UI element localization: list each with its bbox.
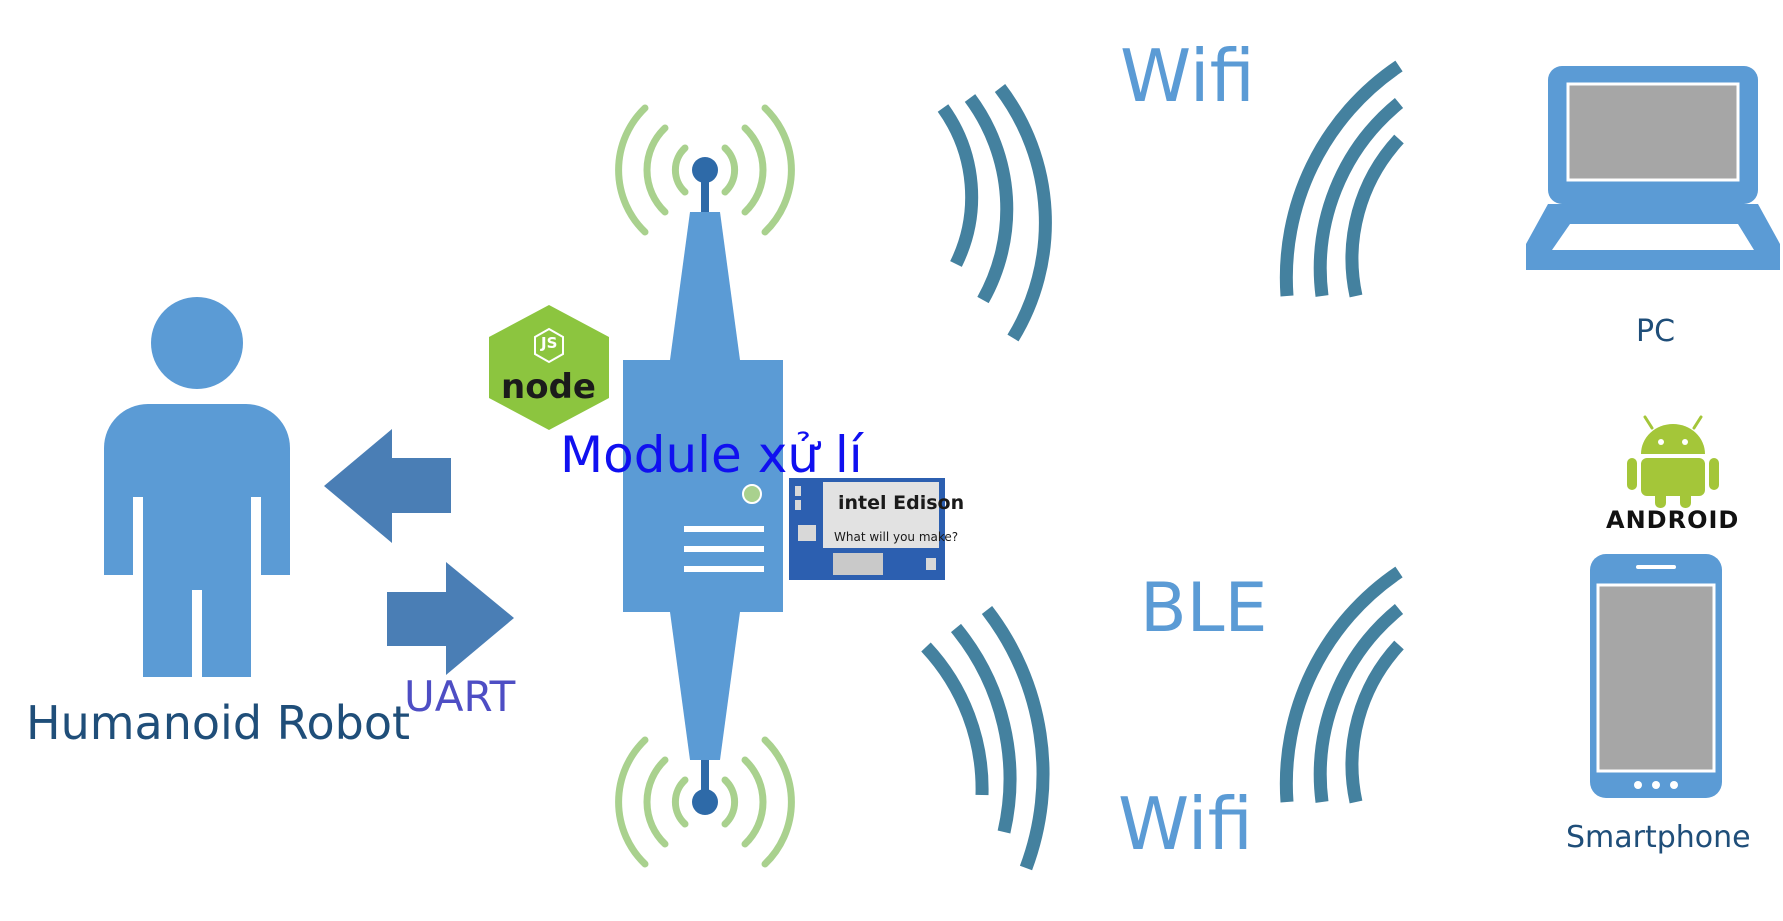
robot-label: Humanoid Robot (26, 696, 411, 750)
wifi-top-label: Wifi (1120, 34, 1255, 118)
ble-right-wave-icon (1279, 566, 1404, 804)
edison-name-label: intel Edison (838, 494, 964, 513)
robot-gaps (133, 497, 261, 680)
wifi-bottom-label: Wifi (1118, 782, 1253, 866)
nodejs-logo-icon (489, 305, 609, 430)
module-antenna-top-icon (615, 104, 795, 360)
intel-brand-label: intel (838, 492, 887, 514)
pc-label: PC (1636, 314, 1676, 349)
wifi-top-right-wave-icon (1279, 60, 1404, 298)
uart-label: UART (404, 672, 516, 721)
laptop-icon (1526, 66, 1780, 270)
smartphone-label: Smartphone (1566, 820, 1751, 855)
arrow-to-module-icon (387, 562, 514, 675)
ble-label: BLE (1140, 569, 1268, 648)
edison-model-label: Edison (893, 492, 965, 514)
module-antenna-bottom-icon (615, 612, 795, 868)
module-box-icon (623, 360, 783, 612)
android-word-label: ANDROID (1606, 506, 1740, 534)
edison-board-icon (789, 478, 945, 580)
smartphone-icon (1590, 554, 1722, 798)
android-logo-icon (1627, 415, 1719, 508)
nodejs-word-label: node (501, 367, 596, 407)
wifi-top-left-wave-icon (937, 84, 1052, 342)
nodejs-badge-label: JS (541, 334, 558, 352)
edison-tagline-label: What will you make? (834, 530, 959, 544)
arrow-to-robot-icon (324, 429, 451, 543)
module-label: Module xử lí (560, 426, 863, 484)
wifi-bottom-left-wave-icon (921, 606, 1050, 871)
